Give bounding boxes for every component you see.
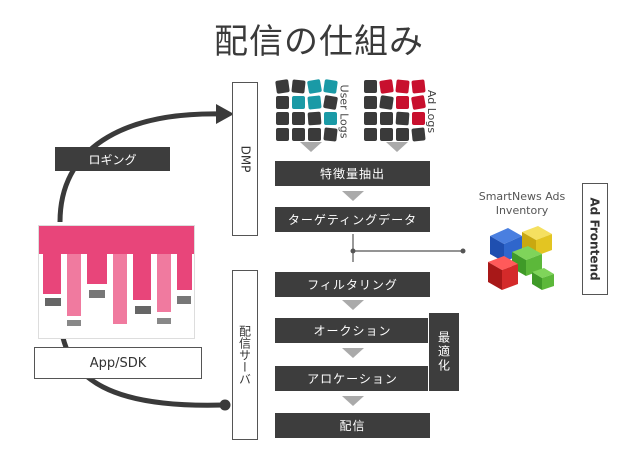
log-cube (291, 79, 306, 94)
log-cube (308, 128, 321, 141)
smartnews-line1: SmartNews Ads (478, 190, 566, 203)
log-cube (292, 112, 305, 125)
user-logs-label: User Logs (337, 84, 351, 138)
collage-thumbnail-strip (177, 296, 191, 304)
user-logs-grid (275, 78, 339, 142)
arrow-filtering-to-auction (342, 300, 364, 310)
delivery-server-label: 配信サーバ (237, 325, 252, 385)
log-cube (396, 96, 409, 109)
dmp-box: DMP (232, 82, 258, 236)
log-cube (276, 96, 289, 109)
collage-pink-column (157, 254, 171, 312)
cube-red (488, 256, 518, 290)
log-cube (275, 79, 290, 94)
dmp-label: DMP (238, 145, 252, 173)
step-targeting-data: ターゲティングデータ (275, 207, 430, 232)
collage-pink-column (87, 254, 107, 284)
log-cube (379, 95, 394, 110)
log-cube (412, 112, 425, 125)
step-feature-extraction: 特徴量抽出 (275, 161, 430, 186)
logging-label-box: ロギング (55, 147, 170, 171)
user-logs-label-wrap: User Logs (319, 84, 369, 138)
page-title: 配信の仕組み (214, 22, 424, 62)
step-filtering: フィルタリング (275, 272, 430, 297)
collage-thumbnail-strip (89, 290, 105, 298)
arrow-feature-to-targeting (342, 191, 364, 201)
collage-thumbnail-strip (157, 318, 171, 324)
step-delivery: 配信 (275, 413, 430, 438)
app-screenshot-collage (38, 225, 195, 339)
inventory-link-dot (460, 248, 466, 254)
cube-small-green (532, 268, 554, 290)
logging-arc (57, 111, 223, 223)
arrow-userlogs-to-feature (300, 142, 322, 152)
smartnews-line2: Inventory (495, 204, 549, 218)
log-cube (380, 112, 393, 125)
optimization-box: 最適化 (428, 312, 460, 392)
arrow-adlogs-to-feature (386, 142, 408, 152)
ad-frontend-box: Ad Frontend (582, 183, 608, 295)
log-cube (379, 79, 394, 94)
ad-logs-label: Ad Logs (425, 89, 439, 133)
collage-thumbnail-strip (45, 298, 61, 306)
arrow-auction-to-allocation (342, 348, 364, 358)
log-cube (396, 128, 409, 141)
step-allocation: アロケーション (275, 366, 430, 391)
collage-pink-column (133, 254, 151, 300)
log-cube (292, 96, 305, 109)
smartnews-inventory-label: SmartNews Ads Inventory (466, 190, 578, 219)
log-cube (364, 128, 377, 141)
ad-logs-grid (364, 79, 427, 142)
ad-frontend-label: Ad Frontend (588, 197, 603, 281)
collage-pink-column (67, 254, 81, 316)
logging-arc-arrowhead (216, 104, 234, 124)
app-sdk-box: App/SDK (34, 347, 202, 379)
collage-pink-band (39, 226, 194, 254)
arrow-allocation-to-delivery (342, 396, 364, 406)
ad-inventory-cubes-icon (488, 226, 554, 290)
delivery-arc-end (219, 399, 231, 411)
log-cube (276, 128, 289, 141)
collage-pink-column (177, 254, 192, 290)
collage-thumbnail-strip (67, 320, 81, 326)
log-cube (380, 128, 393, 141)
log-cube (364, 80, 377, 93)
log-cube (364, 112, 377, 125)
ad-logs-label-wrap: Ad Logs (407, 86, 457, 136)
collage-pink-column (43, 254, 61, 294)
log-cube (276, 112, 289, 125)
collage-pink-column (113, 254, 127, 324)
delivery-server-box: 配信サーバ (232, 270, 258, 440)
step-auction: オークション (275, 318, 430, 343)
collage-thumbnail-strip (135, 306, 151, 314)
log-cube (292, 128, 305, 141)
log-cube (364, 96, 377, 109)
log-cube (324, 112, 337, 125)
